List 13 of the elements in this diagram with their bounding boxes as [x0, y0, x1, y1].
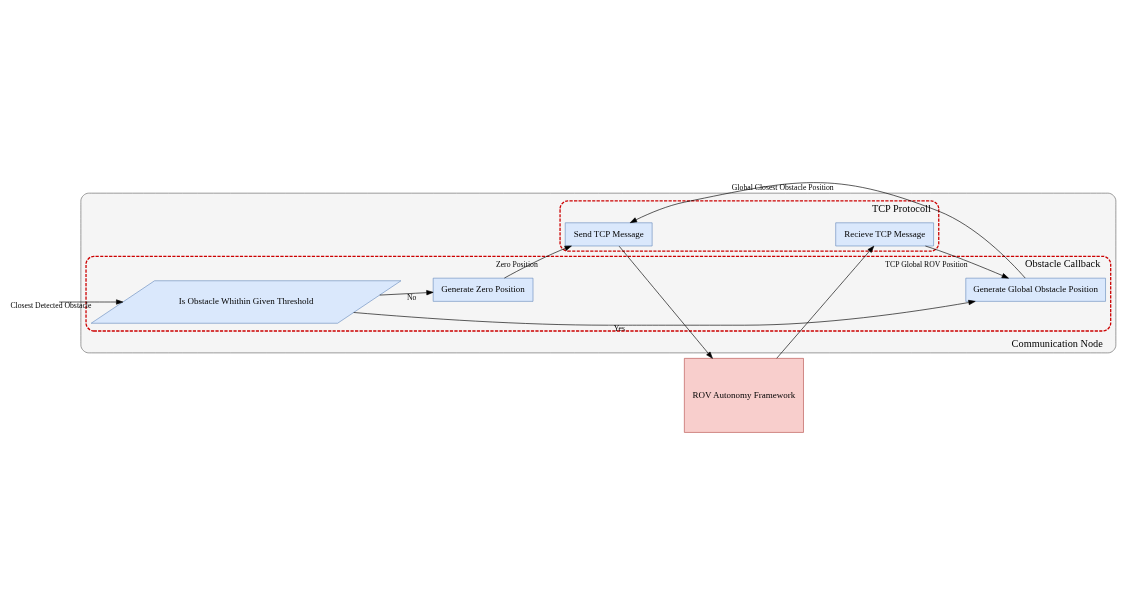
arrow [353, 299, 976, 326]
arrow [504, 245, 572, 279]
node-box: Recieve TCP Message [835, 222, 934, 247]
arrow [618, 245, 713, 359]
arrow [925, 245, 1009, 279]
node-box: Send TCP Message [564, 222, 653, 247]
node-box: ROV Autonomy Framework [684, 358, 804, 433]
arrow [629, 182, 1026, 279]
arrow [379, 290, 434, 296]
node-box: Generate Global Obstacle Position [965, 277, 1106, 302]
node-box: Generate Zero Position [432, 277, 534, 302]
arrow [776, 245, 875, 359]
arrow [58, 299, 124, 305]
